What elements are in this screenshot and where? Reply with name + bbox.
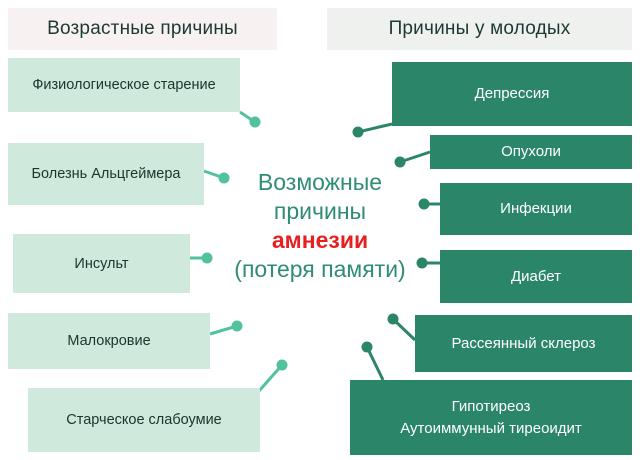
cause-box-diabetes: Диабет — [440, 250, 632, 303]
cause-box-tumors: Опухоли — [430, 135, 632, 169]
cause-box-senile-dementia: Старческое слабоумие — [28, 388, 260, 452]
cause-box-stroke: Инсульт — [13, 234, 190, 293]
connector-dot — [276, 359, 288, 371]
cause-box-depression: Депрессия — [392, 62, 632, 126]
connector-dot — [201, 252, 213, 264]
left-column-header: Возрастные причины — [8, 8, 277, 50]
connector-dot — [418, 198, 430, 210]
connector-line — [257, 364, 284, 392]
center-title-line2: причины — [273, 198, 367, 224]
center-title-amnesia: амнезии — [271, 227, 369, 253]
center-title-line1: Возможные — [257, 169, 383, 195]
center-title: Возможные причины амнезии (потеря памяти… — [225, 168, 415, 284]
connector-line — [357, 122, 393, 134]
connector-dot — [249, 116, 261, 128]
connector-dot — [231, 320, 243, 332]
cause-box-physiological-aging: Физиологическое старение — [8, 58, 240, 112]
connector-dot — [416, 257, 428, 269]
cause-box-hypothyroidism: Гипотиреоз Аутоиммунный тиреоидит — [350, 380, 632, 455]
right-column-header: Причины у молодых — [327, 8, 632, 50]
cause-box-multiple-sclerosis: Рассеянный склероз — [415, 315, 632, 372]
cause-box-infections: Инфекции — [440, 183, 632, 235]
connector-dot — [394, 156, 406, 168]
center-title-line4: (потеря памяти) — [234, 256, 406, 282]
cause-box-alzheimers: Болезнь Альцгеймера — [8, 143, 204, 205]
connector-dot — [352, 126, 364, 138]
connector-dot — [361, 341, 373, 353]
connector-dot — [387, 313, 399, 325]
connector-dot — [218, 172, 230, 184]
connector-line — [365, 346, 385, 381]
cause-box-anemia: Малокровие — [8, 313, 210, 369]
